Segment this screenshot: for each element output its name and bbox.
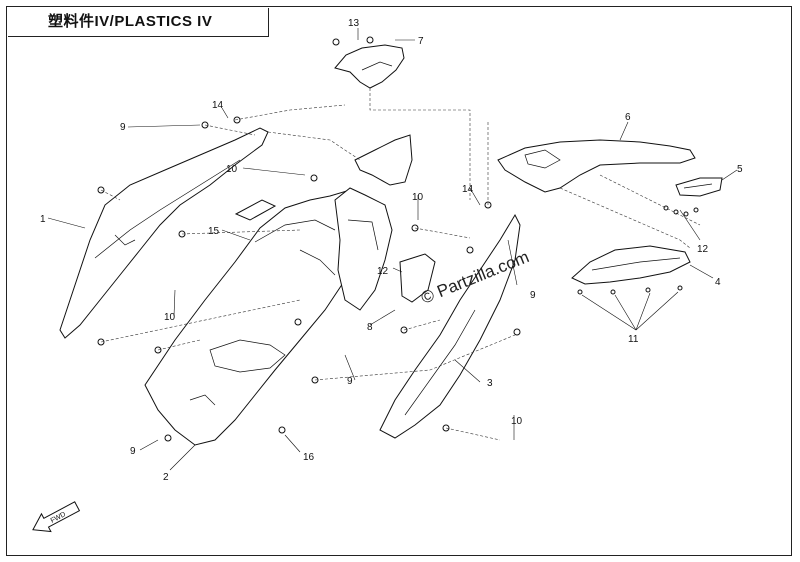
callout-12-right: 12 (697, 244, 709, 255)
callout-7: 7 (418, 36, 424, 47)
part-6-rear-panel[interactable] (497, 139, 696, 193)
callout-9-center: 9 (347, 376, 353, 387)
part-13-screws[interactable] (332, 36, 374, 46)
callout-8: 8 (367, 322, 373, 333)
fwd-label: FWD (50, 511, 67, 525)
callout-16: 16 (303, 452, 315, 463)
callout-13: 13 (348, 18, 360, 29)
callout-4: 4 (715, 277, 721, 288)
callout-11: 11 (628, 334, 639, 345)
callout-10-center: 10 (412, 192, 424, 203)
fwd-arrow-icon: FWD (32, 501, 81, 533)
diagram-frame (6, 6, 792, 556)
callout-9-right: 9 (530, 290, 536, 301)
callout-15: 15 (208, 226, 220, 237)
part-12-bracket[interactable] (399, 253, 436, 303)
rear-upper-bracket[interactable] (354, 134, 413, 186)
callout-numbers: 13 7 14 9 1 10 15 10 9 2 16 8 9 12 10 14… (40, 18, 743, 483)
part-15-decal[interactable] (234, 199, 277, 221)
callout-14-left: 14 (212, 100, 224, 111)
part-3-right-side-cover[interactable] (379, 213, 521, 439)
part-1-left-side-cover[interactable] (59, 127, 269, 339)
callout-12-center: 12 (377, 266, 389, 277)
callout-10-lower-right: 10 (511, 416, 523, 427)
callout-6: 6 (625, 112, 631, 123)
callout-1: 1 (40, 214, 46, 225)
callout-5: 5 (737, 164, 743, 175)
callout-3: 3 (487, 378, 493, 389)
alignment-lines (100, 88, 701, 441)
title-box (8, 8, 269, 37)
page-title: 塑料件IV/PLASTICS IV (48, 13, 213, 30)
callout-9-lower-left: 9 (130, 446, 136, 457)
leader-lines (47, 28, 738, 471)
callout-10-upper: 10 (226, 164, 238, 175)
callout-10-left: 10 (164, 312, 176, 323)
fasteners (97, 116, 699, 442)
callout-14-right: 14 (462, 184, 474, 195)
part-4-lower-panel[interactable] (571, 245, 691, 285)
part-7-bracket[interactable] (334, 44, 405, 89)
part-5-lens[interactable] (675, 177, 723, 197)
part-2-rear-fender[interactable] (144, 189, 373, 446)
part-8-bracket[interactable] (334, 187, 393, 311)
callout-2: 2 (163, 472, 169, 483)
callout-9-upper-left: 9 (120, 122, 126, 133)
